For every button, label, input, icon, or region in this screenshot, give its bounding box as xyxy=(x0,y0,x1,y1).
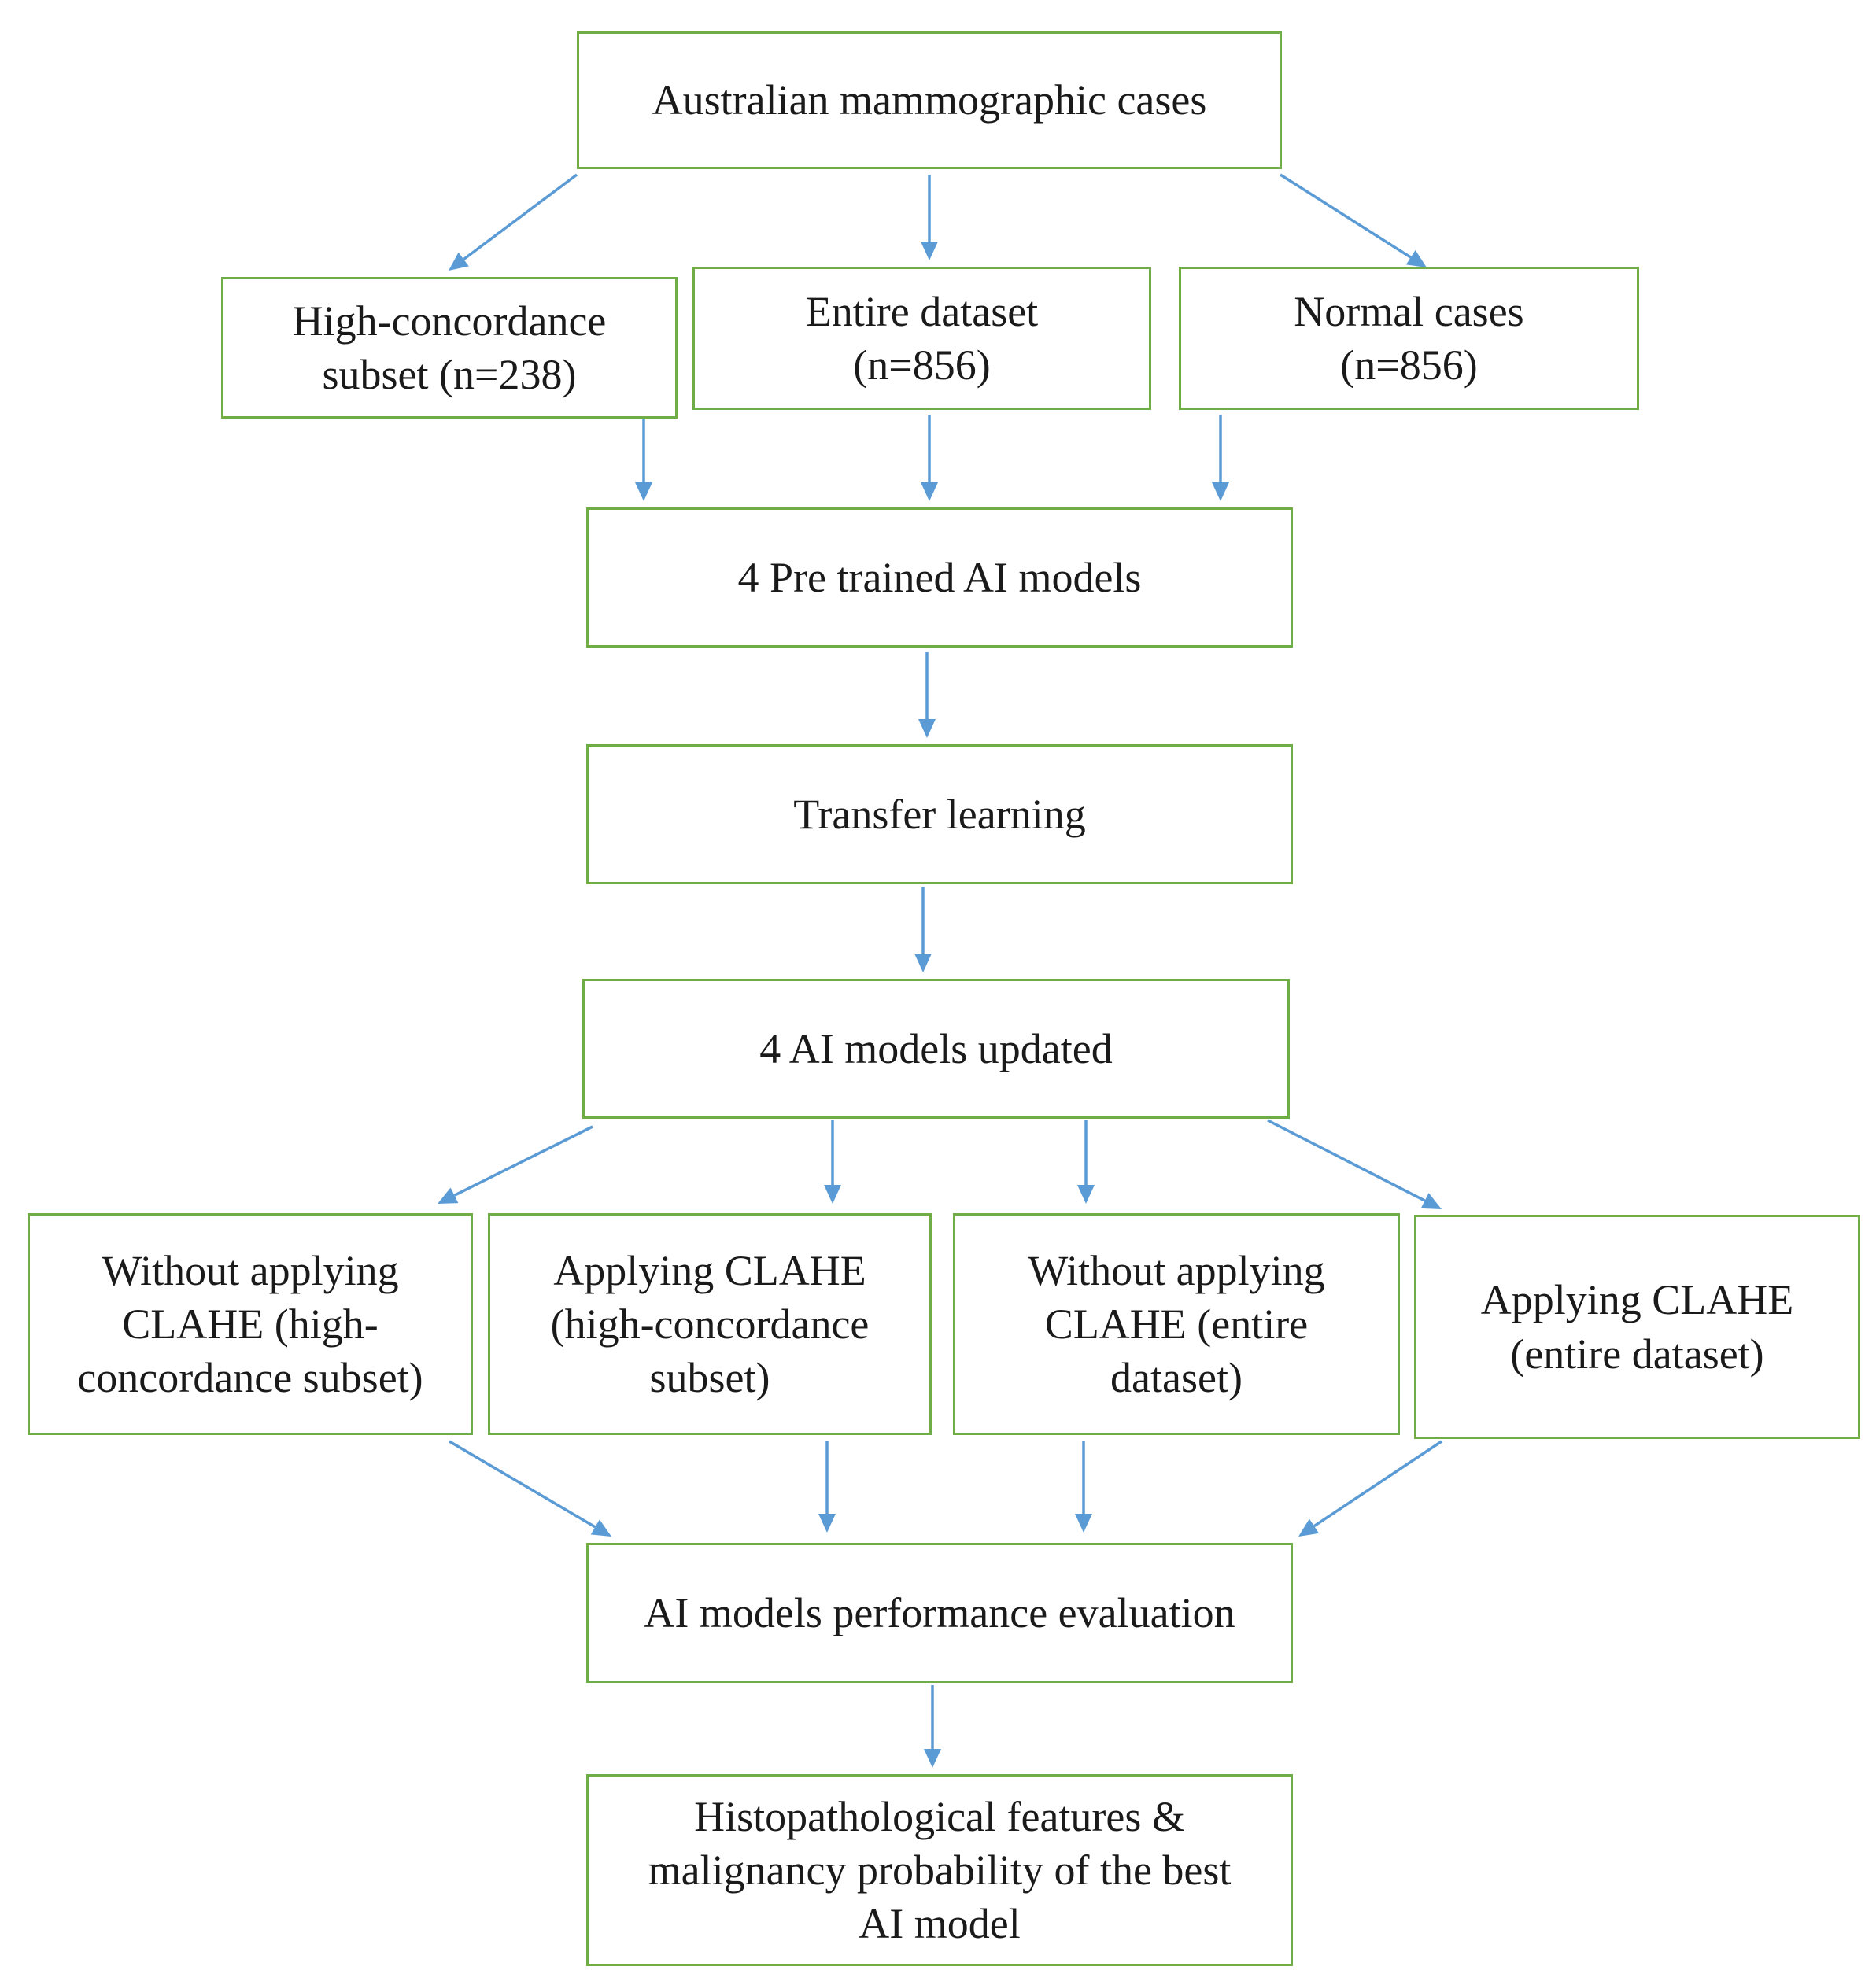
node-ai-models-performance-evaluation: AI models performance evaluation xyxy=(586,1543,1293,1683)
arrow-updated-to-applying-entire xyxy=(1267,1119,1442,1209)
arrow-evaluation-to-histopath xyxy=(924,1685,941,1768)
arrow-source-to-entire-dataset xyxy=(921,175,938,260)
arrow-high-concordance-to-pretrained xyxy=(635,415,652,501)
arrow-normal-cases-to-pretrained xyxy=(1212,415,1229,501)
arrow-entire-dataset-to-pretrained xyxy=(921,415,938,501)
node-applying-clahe-entire-dataset: Applying CLAHE (entire dataset) xyxy=(1414,1215,1860,1439)
node-ai-models-updated: 4 AI models updated xyxy=(582,979,1290,1119)
arrow-updated-to-without-entire xyxy=(1077,1120,1095,1204)
node-normal-cases: Normal cases (n=856) xyxy=(1179,267,1639,410)
node-pretrained-ai-models: 4 Pre trained AI models xyxy=(586,507,1293,648)
node-high-concordance-subset: High-concordance subset (n=238) xyxy=(221,277,678,419)
arrow-applying-hc-to-evaluation xyxy=(818,1441,836,1533)
node-histopathological-features: Histopathological features & malignancy … xyxy=(586,1774,1293,1966)
arrow-applying-entire-to-evaluation xyxy=(1298,1440,1442,1537)
node-applying-clahe-high-concordance: Applying CLAHE (high-concordance subset) xyxy=(488,1213,932,1435)
arrow-updated-to-without-hc xyxy=(438,1125,593,1204)
node-entire-dataset: Entire dataset (n=856) xyxy=(692,267,1151,410)
arrow-without-hc-to-evaluation xyxy=(449,1440,611,1537)
arrow-source-to-high-concordance xyxy=(449,173,578,271)
arrow-pretrained-to-transfer xyxy=(918,652,936,738)
node-without-clahe-high-concordance: Without applying CLAHE (high- concordanc… xyxy=(28,1213,473,1435)
arrow-transfer-to-updated xyxy=(914,887,932,972)
node-without-clahe-entire-dataset: Without applying CLAHE (entire dataset) xyxy=(953,1213,1400,1435)
arrow-updated-to-applying-hc xyxy=(824,1120,841,1204)
arrow-source-to-normal-cases xyxy=(1280,173,1427,267)
node-australian-mammographic-cases: Australian mammographic cases xyxy=(577,31,1282,169)
arrow-without-entire-to-evaluation xyxy=(1075,1441,1092,1533)
node-transfer-learning: Transfer learning xyxy=(586,744,1293,884)
